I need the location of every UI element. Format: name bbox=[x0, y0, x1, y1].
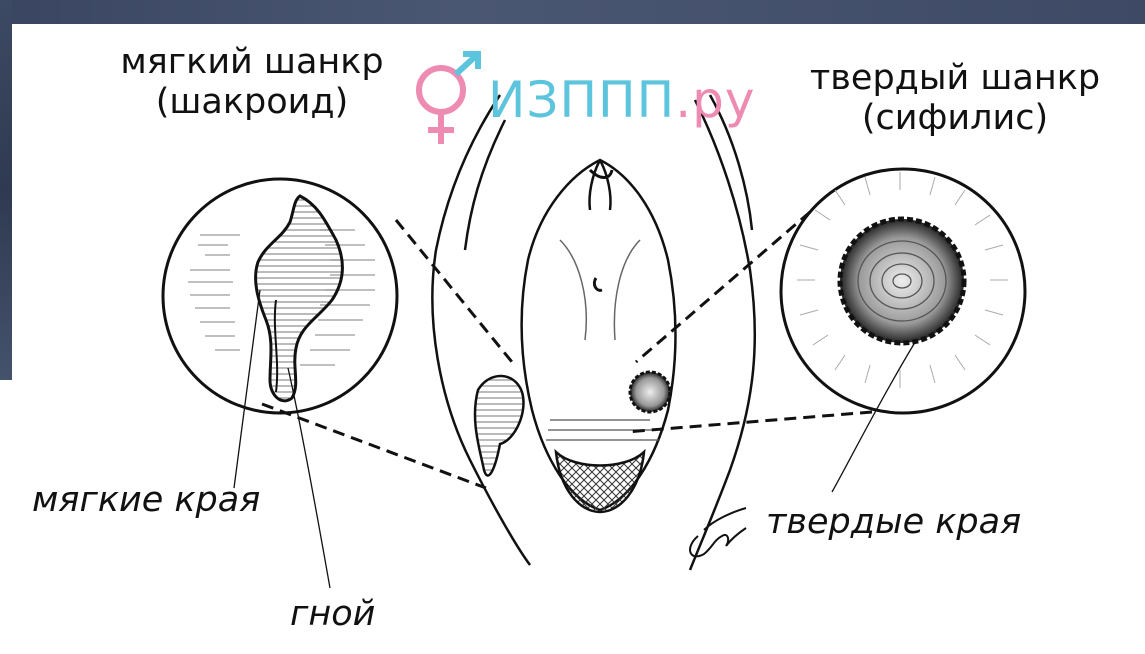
soft-chancre-title: мягкий шанкр bbox=[102, 42, 402, 82]
soft-edges-label: мягкие края bbox=[32, 480, 260, 520]
hard-chancre-subtitle: (сифилис) bbox=[790, 98, 1120, 138]
hard-chancre-title: твердый шанкр bbox=[790, 58, 1120, 98]
watermark-suffix: .ру bbox=[675, 71, 755, 129]
hard-edges-label: твердые края bbox=[766, 502, 1021, 542]
watermark-logo: ИЗППП.ру bbox=[408, 50, 756, 150]
anatomy-drawing bbox=[432, 95, 754, 570]
hard-chancre-label-group: твердый шанкр (сифилис) bbox=[790, 58, 1120, 139]
gender-symbol-icon bbox=[408, 50, 488, 150]
pus-label: гной bbox=[290, 594, 375, 634]
lesion-soft-small bbox=[475, 376, 524, 476]
soft-chancre-subtitle: (шакроид) bbox=[102, 82, 402, 122]
lesion-hard-small bbox=[630, 372, 670, 412]
soft-chancre-label-group: мягкий шанкр (шакроид) bbox=[102, 42, 402, 123]
watermark-text: ИЗППП bbox=[488, 71, 675, 129]
hard-chancre-circle bbox=[781, 169, 1025, 413]
soft-chancre-circle bbox=[163, 179, 397, 413]
